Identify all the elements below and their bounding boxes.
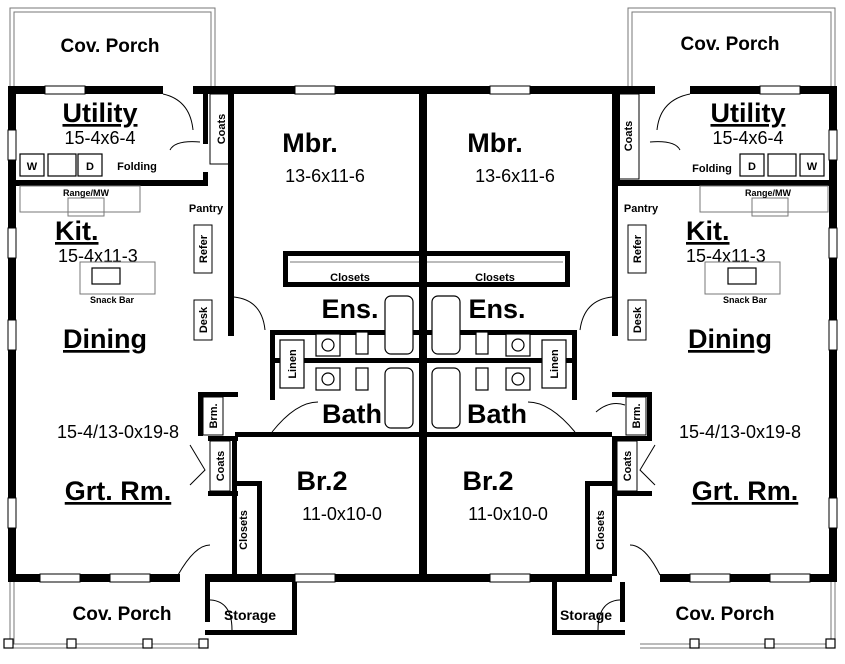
- bath-toilet: [355, 367, 369, 391]
- svg-text:W: W: [27, 161, 38, 173]
- brm-label-right: Brm.: [631, 403, 643, 428]
- ens-tub: [384, 295, 414, 355]
- mbr-dim-right: 13-6x11-6: [475, 166, 555, 186]
- closets-br2-right: Closets: [595, 510, 607, 550]
- pantry-label-right: Pantry: [624, 203, 659, 215]
- snack-bar: [79, 261, 156, 295]
- mbr-title-left: Mbr.: [282, 128, 338, 158]
- ens-tub: [431, 295, 461, 355]
- svg-text:D: D: [748, 161, 756, 173]
- refer-label-left: Refer: [198, 234, 210, 263]
- ens-toilet: [475, 331, 489, 355]
- utility-dim-right: 15-4x6-4: [712, 128, 783, 148]
- porch-post: [825, 638, 836, 649]
- coats-closet-top-left: Coats: [216, 114, 228, 145]
- range: [67, 197, 105, 217]
- ens-label-left: Ens.: [321, 294, 378, 324]
- kitchen-sink: [727, 267, 757, 285]
- laundry-sink: [47, 153, 77, 177]
- top-porch-outline-left: [9, 7, 216, 90]
- bottom-porch-label-right: Cov. Porch: [676, 604, 775, 625]
- bath-toilet: [475, 367, 489, 391]
- washer: [799, 153, 825, 177]
- snack-bar: [704, 261, 781, 295]
- dryer: [739, 153, 765, 177]
- top-porch-outline-right: [627, 7, 836, 90]
- porch-post: [3, 638, 14, 649]
- laundry-sink: [767, 153, 797, 177]
- kit-dim-right: 15-4x11-3: [686, 246, 766, 266]
- bath-label-right: Bath: [467, 399, 527, 429]
- kit-dim-left: 15-4x11-3: [58, 246, 138, 266]
- dining-title-right: Dining: [688, 324, 772, 354]
- desk-label-left: Desk: [198, 306, 210, 333]
- svg-text:Snack Bar: Snack Bar: [723, 295, 768, 305]
- great-room-title-left: Grt. Rm.: [65, 476, 172, 506]
- utility-title-right: Utility: [710, 98, 785, 128]
- svg-text:D: D: [86, 161, 94, 173]
- br2-dim-left: 11-0x10-0: [302, 504, 382, 524]
- folding-counter-label: Folding: [692, 163, 732, 175]
- range: [751, 197, 789, 217]
- ens-label-right: Ens.: [468, 294, 525, 324]
- mbr-dim-left: 13-6x11-6: [285, 166, 365, 186]
- porch-post: [689, 638, 700, 649]
- party-wall: [419, 86, 427, 582]
- svg-text:Snack Bar: Snack Bar: [90, 295, 135, 305]
- kit-title-left: Kit.: [55, 216, 99, 246]
- great-room-dim-left: 15-4/13-0x19-8: [57, 422, 179, 442]
- coats-closet-mid-left: Coats: [215, 451, 227, 482]
- svg-text:W: W: [807, 161, 818, 173]
- bath-label-left: Bath: [322, 399, 382, 429]
- great-room-dim-right: 15-4/13-0x19-8: [679, 422, 801, 442]
- closets-mbr-right: Closets: [475, 272, 515, 284]
- porch-post: [66, 638, 77, 649]
- bottom-porch-label-left: Cov. Porch: [73, 604, 172, 625]
- br2-dim-right: 11-0x10-0: [468, 504, 548, 524]
- porch-post: [764, 638, 775, 649]
- utility-title-left: Utility: [62, 98, 137, 128]
- dining-title-left: Dining: [63, 324, 147, 354]
- storage-label-left: Storage: [224, 607, 276, 623]
- linen-label-left: Linen: [287, 349, 299, 379]
- porch-post: [142, 638, 153, 649]
- unit-left: Cov. Porch Cov. Porch Utility 15-4x6-4: [3, 7, 425, 649]
- porch-post: [198, 638, 209, 649]
- coats-closet-mid-right: Coats: [622, 451, 634, 482]
- desk-label-right: Desk: [632, 306, 644, 333]
- mbr-title-right: Mbr.: [467, 128, 523, 158]
- pantry-label-left: Pantry: [189, 203, 224, 215]
- linen-label-right: Linen: [549, 349, 561, 379]
- refer-label-right: Refer: [632, 234, 644, 263]
- storage-label-right: Storage: [560, 607, 612, 623]
- br2-title-left: Br.2: [296, 466, 347, 496]
- closets-br2-left: Closets: [238, 510, 250, 550]
- kit-title-right: Kit.: [686, 216, 730, 246]
- dryer: [77, 153, 103, 177]
- washer: [19, 153, 45, 177]
- brm-label-left: Brm.: [208, 403, 220, 428]
- unit-right: Cov. Porch Cov. Porch Utility 15-4x6-4 F…: [427, 7, 838, 649]
- kitchen-sink: [91, 267, 121, 285]
- closets-mbr-left: Closets: [330, 272, 370, 284]
- range-mw-label: Range/MW: [745, 188, 792, 198]
- bath-tub: [431, 367, 461, 429]
- top-porch-label-right: Cov. Porch: [681, 34, 780, 55]
- utility-dim-left: 15-4x6-4: [64, 128, 135, 148]
- ens-toilet: [355, 331, 369, 355]
- coats-closet-top-right: Coats: [623, 121, 635, 152]
- range-mw-label: Range/MW: [63, 188, 110, 198]
- top-porch-label-left: Cov. Porch: [61, 36, 160, 57]
- bath-tub: [384, 367, 414, 429]
- great-room-title-right: Grt. Rm.: [692, 476, 799, 506]
- folding-counter-label: Folding: [117, 161, 157, 173]
- br2-title-right: Br.2: [462, 466, 513, 496]
